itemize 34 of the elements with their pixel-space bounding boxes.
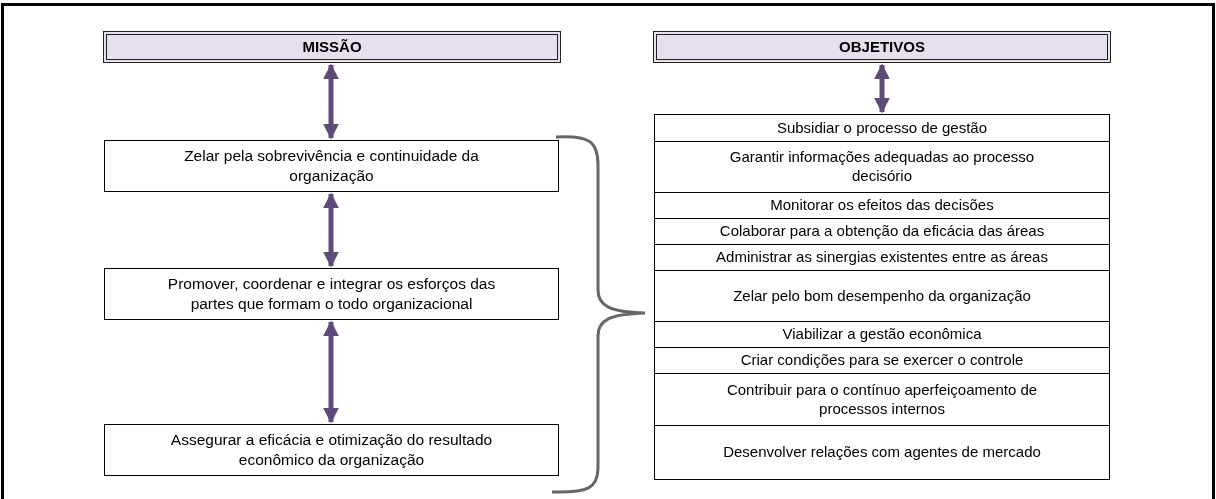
box-text: Administrar as sinergias existentes entre as áreas — [716, 248, 1048, 267]
box-text: Desenvolver relações com agentes de mercado — [723, 443, 1041, 462]
table-row — [654, 347, 1110, 374]
box-text: Subsidiar o processo de gestão — [776, 118, 988, 138]
double-arrow — [323, 63, 339, 140]
box-text: Assegurar a eficácia e otimização do resultado econômico da organização — [169, 429, 494, 470]
table-row — [654, 141, 1110, 193]
table-row — [654, 114, 1110, 142]
header-box — [103, 31, 561, 63]
box-text: OBJETIVOS — [839, 37, 925, 57]
box-text: Promover, coordenar e integrar os esforços das partes que formam o todo organizacional — [166, 273, 497, 314]
table-row — [654, 425, 1110, 480]
table-row — [654, 373, 1110, 426]
process-box — [104, 140, 559, 192]
box-text: Viabilizar a gestão econômica — [782, 325, 982, 344]
process-box — [104, 424, 559, 476]
box-text: MISSÃO — [302, 37, 362, 57]
box-text: Monitorar os efeitos das decisões — [770, 196, 994, 215]
double-arrow — [323, 192, 339, 268]
box-text: Colaborar para a obtenção da eficácia das áreas — [719, 222, 1045, 241]
table-row — [654, 218, 1110, 245]
table-row — [654, 192, 1110, 219]
table-row — [654, 270, 1110, 322]
table-row — [654, 244, 1110, 271]
box-text: Criar condições para se exercer o controle — [740, 351, 1024, 370]
double-arrow — [874, 63, 890, 114]
process-box — [104, 268, 559, 320]
box-text: Contribuir para o contínuo aperfeiçoamento de processos internos — [725, 380, 1039, 419]
box-text: Garantir informações adequadas ao processo decisório — [728, 148, 1036, 186]
box-text: Zelar pela sobrevivência e continuidade da organização — [183, 145, 480, 186]
double-arrow — [323, 320, 339, 424]
box-text: Zelar pelo bom desempenho da organização — [733, 286, 1031, 306]
header-box — [653, 31, 1111, 63]
table-row — [654, 321, 1110, 348]
